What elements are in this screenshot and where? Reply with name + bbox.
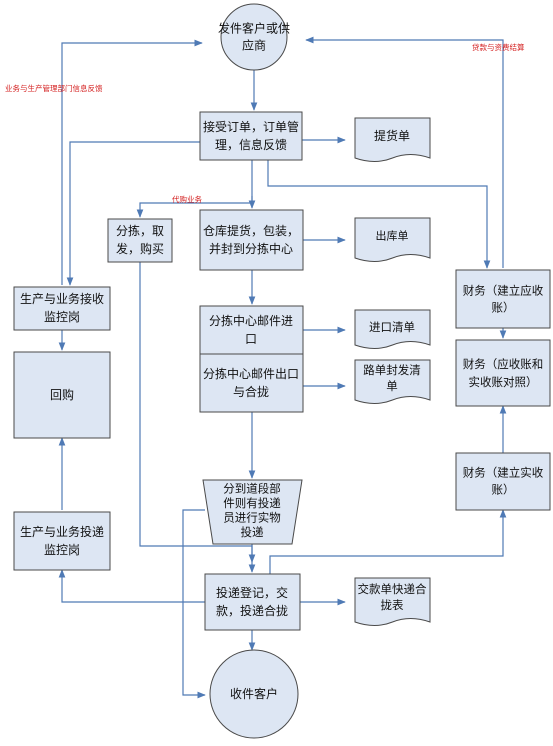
label-proxy: 代购业务 [172,194,202,204]
node-label-payment-doc: 交款单快递合 [358,582,427,596]
node-label-finance-ar: 财务（建立应收 [463,284,544,298]
node-label-order: 理，信息反馈 [215,137,287,152]
node-label-order: 接受订单，订单管 [203,119,299,134]
doc-outbound [354,217,431,262]
node-warehouse [199,209,304,271]
node-label-buy: 分拣，取 [116,223,164,238]
arrow-order-to-buy [136,196,253,218]
node-repurchase [13,351,111,439]
node-label-reconcile: 实收账对照） [469,375,538,389]
node-label-supplier: 应商 [242,38,266,53]
node-label-reconcile: 财务（应收账和 [463,357,544,371]
node-recipient [209,649,299,739]
node-label-finance-ar: 账） [492,301,515,315]
arrow-order-to-finance-ar [267,160,491,269]
node-finance-ar [455,269,551,329]
node-label-monitor-recv: 监控岗 [44,310,80,324]
node-delivery-reg [204,573,301,631]
arrow-delivery-to-finance-actual [269,509,507,574]
node-label-dispatch: 件则有投递 [223,496,281,510]
node-sort-out [199,353,304,413]
node-label-pickup-doc: 提货单 [374,128,410,143]
doc-pickup [354,117,431,162]
node-label-finance-actual: 账） [492,483,515,497]
node-label-sort-out: 分拣中心邮件出口 [203,366,299,381]
node-label-supplier: 发件客户或供 [218,21,290,36]
label-feedback: 业务与生产管理部门信息反馈 [5,83,103,93]
doc-import-list [354,309,431,349]
node-label-monitor-recv: 生产与业务接收 [20,291,104,306]
doc-payment [354,577,431,626]
node-label-finance-actual: 财务（建立实收 [463,466,544,480]
node-label-route-doc: 单 [386,379,398,393]
node-monitor-deliv [13,511,111,571]
node-label-repurchase: 回购 [50,387,74,402]
arrow-monitor-recv-to-supplier [61,39,203,285]
node-dispatch [202,479,303,545]
annotation-labels: 业务与生产管理部门信息反馈 贷款与资费结算 代购业务 [5,42,525,204]
node-label-dispatch: 分到道段部 [223,481,281,495]
node-label-warehouse: 并封到分拣中心 [209,241,293,256]
node-monitor-recv [13,286,111,331]
node-label-outbound-doc: 出库单 [376,229,409,243]
node-sort-in [199,305,304,355]
node-label-warehouse: 仓库提货，包装， [203,223,299,238]
node-reconcile [455,339,551,407]
node-supplier [220,3,288,71]
node-label-recipient: 收件客户 [230,686,278,701]
node-label-sort-in: 分拣中心邮件进 [209,313,293,328]
node-label-sort-in: 口 [245,332,257,346]
node-label-payment-doc: 拢表 [381,598,404,612]
node-buy [107,218,173,263]
node-finance-actual [455,452,551,511]
node-label-buy: 发，购买 [116,241,164,256]
node-label-sort-out: 与合拢 [233,384,269,399]
arrow-order-to-monitor-recv [66,141,200,286]
node-label-monitor-deliv: 生产与业务投递 [20,524,104,539]
nodes [13,3,551,739]
node-label-import-list: 进口清单 [369,320,415,334]
node-label-delivery-reg: 款，投递合拢 [216,603,288,618]
label-settlement: 贷款与资费结算 [472,42,525,52]
node-label-monitor-deliv: 监控岗 [44,543,80,557]
node-label-dispatch: 员进行实物 [223,510,281,524]
node-label-delivery-reg: 投递登记，交 [216,585,288,600]
arrow-dispatch-to-recipient [182,509,206,699]
arrow-finance-ar-to-supplier [305,36,504,268]
node-order [199,111,303,161]
connectors [58,36,507,699]
node-label-route-doc: 路单封发清 [363,363,421,377]
node-label-dispatch: 投递 [241,525,264,539]
doc-route [354,359,431,404]
arrow-delivery-to-monitor-deliv [58,569,205,603]
